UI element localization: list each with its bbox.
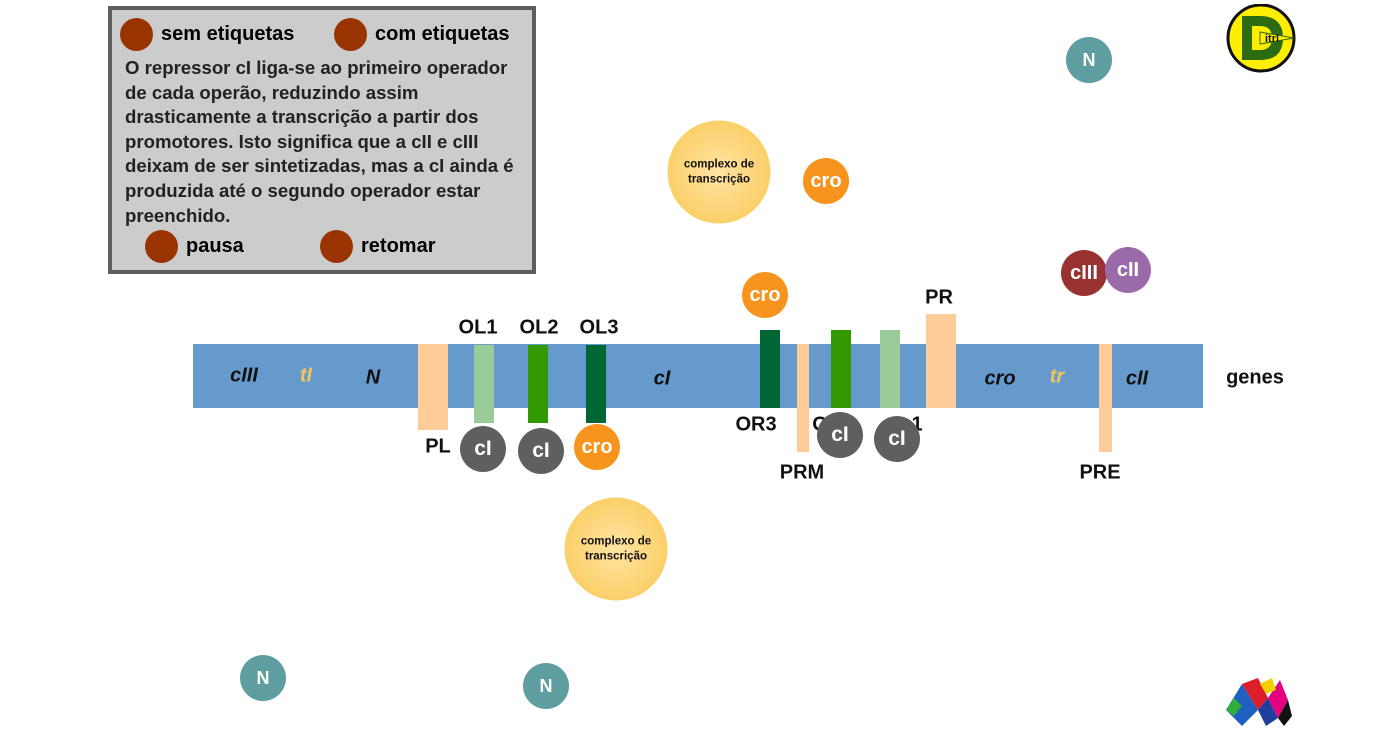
gene-ciii: cIII	[230, 364, 258, 387]
pausa-button[interactable]: pausa	[145, 230, 244, 263]
dna-strand	[193, 344, 1203, 408]
label-pl: PL	[425, 435, 451, 458]
promoter-prm	[797, 344, 809, 452]
gene-cro: cro	[984, 367, 1016, 390]
gene-n: N	[365, 366, 381, 389]
genes-row-label: genes	[1226, 366, 1284, 389]
button-dot-icon	[120, 18, 153, 51]
com-etiquetas-button[interactable]: com etiquetas	[334, 18, 509, 51]
control-panel: sem etiquetas com etiquetas O repressor …	[108, 6, 536, 274]
gene-cii: cII	[1125, 367, 1149, 390]
explanation-text: O repressor cI liga-se ao primeiro opera…	[125, 57, 514, 226]
button-dot-icon	[320, 230, 353, 263]
label-ol3: OL3	[579, 316, 619, 339]
sem-etiquetas-button[interactable]: sem etiquetas	[120, 18, 294, 51]
operator-ol3	[586, 345, 606, 423]
cro-protein: cro	[742, 272, 788, 318]
brand-logo-icon	[1226, 678, 1292, 726]
terminator-tl: tI	[299, 364, 313, 387]
terminator-tr: tr	[1049, 365, 1065, 388]
operator-ol2	[528, 345, 548, 423]
label-or1: 1	[911, 413, 923, 436]
operator-ol1	[474, 345, 494, 423]
retomar-button[interactable]: retomar	[320, 230, 435, 263]
promoter-pl	[418, 344, 448, 430]
transcription-complex: complexo de transcrição	[667, 120, 771, 224]
logo-text: itrl	[1265, 33, 1279, 45]
ci-protein: cI	[460, 426, 506, 472]
retomar-label: retomar	[361, 235, 436, 257]
transcription-complex: complexo de transcrição	[564, 497, 668, 601]
n-protein: N	[523, 663, 569, 709]
button-dot-icon	[145, 230, 178, 263]
gene-ci: cI	[653, 367, 671, 390]
operator-or3	[760, 330, 780, 408]
n-protein: N	[240, 655, 286, 701]
label-pre: PRE	[1079, 461, 1121, 484]
cro-protein: cro	[803, 158, 849, 204]
promoter-pre	[1099, 344, 1112, 452]
operator-or2	[831, 330, 851, 408]
n-protein: N	[1066, 37, 1112, 83]
label-or3: OR3	[735, 413, 777, 436]
promoter-pr	[926, 314, 956, 408]
ci-protein: cI	[817, 412, 863, 458]
pausa-label: pausa	[186, 235, 244, 257]
ciii-protein: cIII	[1061, 250, 1107, 296]
cii-protein: cII	[1105, 247, 1151, 293]
cro-protein: cro	[574, 424, 620, 470]
com-etiquetas-label: com etiquetas	[375, 23, 510, 45]
label-prm: PRM	[779, 461, 825, 484]
operator-or1	[880, 330, 900, 408]
ci-protein: cI	[874, 416, 920, 462]
sem-etiquetas-label: sem etiquetas	[161, 23, 295, 45]
button-dot-icon	[334, 18, 367, 51]
label-pr: PR	[925, 286, 953, 309]
label-ol1: OL1	[458, 316, 498, 339]
ditrl-logo-icon: itrl	[1226, 4, 1296, 73]
label-ol2: OL2	[519, 316, 559, 339]
ci-protein: cI	[518, 428, 564, 474]
